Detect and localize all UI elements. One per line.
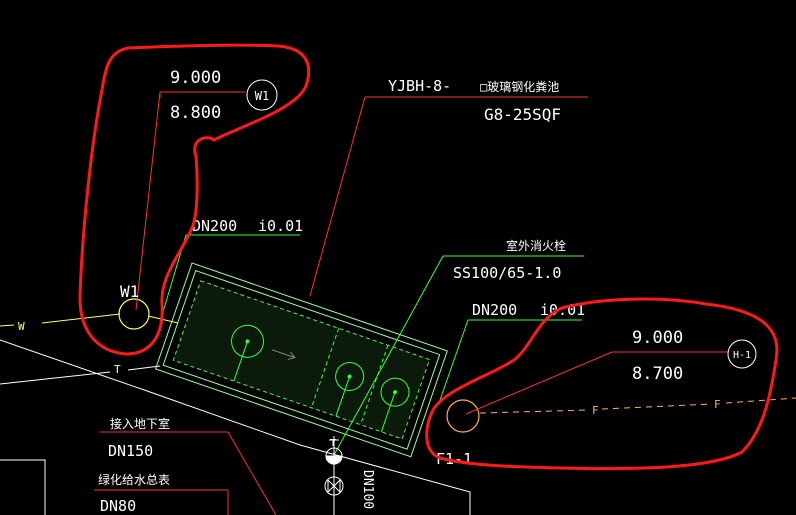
t-line-label: T bbox=[114, 363, 121, 376]
tank-id: YJBH-8- bbox=[388, 77, 451, 95]
pipe-dn200-b: DN200 bbox=[472, 301, 517, 319]
septic-tank[interactable] bbox=[154, 262, 448, 458]
building-outline bbox=[0, 339, 471, 515]
tank-model: G8-25SQF bbox=[484, 105, 561, 124]
w1-label: W1 bbox=[120, 282, 139, 301]
dn100-vertical: DN100 bbox=[360, 470, 375, 509]
t-valve-label: T bbox=[330, 438, 336, 449]
dn80: DN80 bbox=[100, 497, 136, 515]
tank-desc: □玻璃钢化粪池 bbox=[480, 80, 559, 94]
water-supply-line bbox=[0, 313, 179, 327]
h1-tag: H-1 bbox=[733, 350, 751, 361]
meter-label: 绿化给水总表 bbox=[98, 472, 170, 487]
h1-top-level: 9.000 bbox=[632, 328, 683, 348]
h1-leader bbox=[465, 351, 728, 415]
h1-tag-circle bbox=[727, 339, 757, 369]
fire-line bbox=[479, 397, 796, 414]
f-line-label-a: F bbox=[592, 404, 599, 417]
w1-tag-circle bbox=[246, 79, 278, 111]
dn200-b-leader bbox=[439, 319, 582, 401]
w1-bottom-level: 8.800 bbox=[170, 103, 221, 123]
hydrant-name: 室外消火栓 bbox=[506, 238, 566, 253]
dn150: DN150 bbox=[108, 442, 153, 460]
w1-manhole-icon[interactable] bbox=[118, 298, 150, 330]
basement-label: 接入地下室 bbox=[110, 416, 170, 431]
h1-manhole-icon[interactable] bbox=[446, 399, 480, 433]
basement-leader bbox=[94, 431, 277, 515]
pipe-slope-a: i0.01 bbox=[258, 217, 303, 235]
w1-leader bbox=[135, 91, 245, 311]
w1-tag: W1 bbox=[255, 89, 269, 103]
hydrant-valve-icon[interactable] bbox=[324, 436, 344, 515]
markup-circle-h1 bbox=[425, 297, 779, 471]
h1-bottom-level: 8.700 bbox=[632, 364, 683, 384]
hydrant-leader bbox=[333, 255, 584, 456]
t-line bbox=[0, 365, 161, 385]
pipe-dn200-a: DN200 bbox=[192, 217, 237, 235]
hydrant-model: SS100/65-1.0 bbox=[453, 264, 561, 282]
tank-leader bbox=[309, 96, 588, 297]
markup-circle-w1 bbox=[78, 43, 311, 356]
w1-top-level: 9.000 bbox=[170, 68, 221, 88]
f-line-label-b: F bbox=[714, 398, 721, 411]
w-line-label: W bbox=[18, 320, 25, 333]
